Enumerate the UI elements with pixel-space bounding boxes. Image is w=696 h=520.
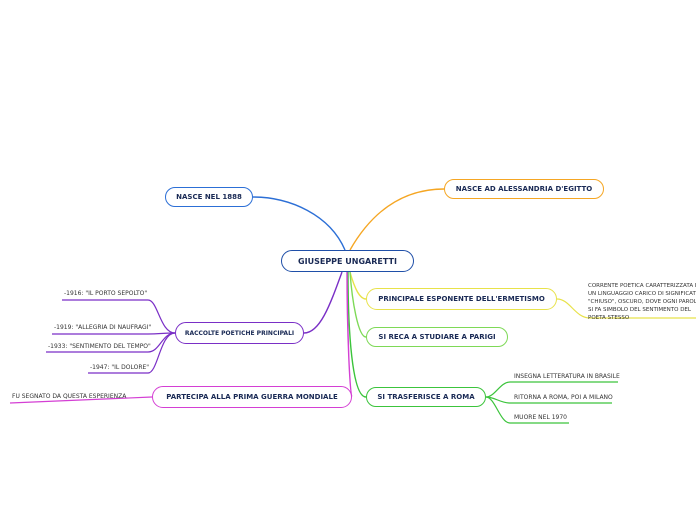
connector-raccolte-child-2 (52, 332, 176, 335)
branch-nasce-1888[interactable]: NASCE NEL 1888 (165, 187, 253, 207)
raccolte-child-2: -1919: "ALLEGRIA DI NAUFRAGI" (54, 324, 152, 331)
raccolte-child-4: -1947: "IL DOLORE" (90, 364, 150, 371)
connector-ermetismo-note (556, 298, 696, 319)
raccolte-child-3: -1933: "SENTIMENTO DEL TEMPO" (48, 343, 151, 350)
connector-raccolte-child-1 (62, 299, 176, 334)
branch-alessandria-label: NASCE AD ALESSANDRIA D'EGITTO (455, 185, 593, 193)
central-topic[interactable]: GIUSEPPE UNGARETTI (281, 250, 414, 272)
branch-roma-label: SI TRASFERISCE A ROMA (377, 393, 475, 401)
branch-roma[interactable]: SI TRASFERISCE A ROMA (366, 387, 486, 407)
branch-nasce-1888-label: NASCE NEL 1888 (176, 193, 242, 201)
ermetismo-note: CORRENTE POETICA CARATTERIZZATA DA UN LI… (588, 283, 696, 321)
branch-parigi[interactable]: SI RECA A STUDIARE A PARIGI (366, 327, 508, 347)
roma-child-3: MUORE NEL 1970 (514, 414, 567, 421)
connector-raccolte (303, 271, 343, 334)
connector-raccolte-child-4 (88, 332, 176, 374)
connector-parigi (349, 271, 367, 338)
branch-parigi-label: SI RECA A STUDIARE A PARIGI (378, 333, 496, 341)
roma-child-2: RITORNA A ROMA, POI A MILANO (514, 394, 613, 401)
connector-guerra-child-1 (9, 396, 153, 404)
roma-child-1: INSEGNA LETTERATURA IN BRASILE (514, 373, 620, 380)
connector-nasce-1888 (252, 196, 346, 251)
branch-raccolte[interactable]: RACCOLTE POETICHE PRINCIPALI (175, 322, 304, 344)
connector-alessandria (349, 188, 445, 251)
raccolte-child-1: -1916: "IL PORTO SEPOLTO" (64, 290, 148, 297)
connector-roma (347, 271, 367, 398)
branch-raccolte-label: RACCOLTE POETICHE PRINCIPALI (184, 329, 295, 337)
branch-ermetismo[interactable]: PRINCIPALE ESPONENTE DELL'ERMETISMO (366, 288, 557, 310)
connector-ermetismo (349, 271, 367, 300)
branch-guerra[interactable]: PARTECIPA ALLA PRIMA GUERRA MONDIALE (152, 386, 352, 408)
central-topic-label: GIUSEPPE UNGARETTI (298, 256, 397, 266)
connector-roma-child-3 (485, 396, 569, 424)
branch-ermetismo-label: PRINCIPALE ESPONENTE DELL'ERMETISMO (378, 295, 545, 303)
guerra-child-1: FU SEGNATO DA QUESTA ESPERIENZA (12, 393, 127, 400)
branch-alessandria[interactable]: NASCE AD ALESSANDRIA D'EGITTO (444, 179, 604, 199)
connector-roma-child-1 (485, 381, 618, 398)
branch-guerra-label: PARTECIPA ALLA PRIMA GUERRA MONDIALE (166, 393, 338, 401)
